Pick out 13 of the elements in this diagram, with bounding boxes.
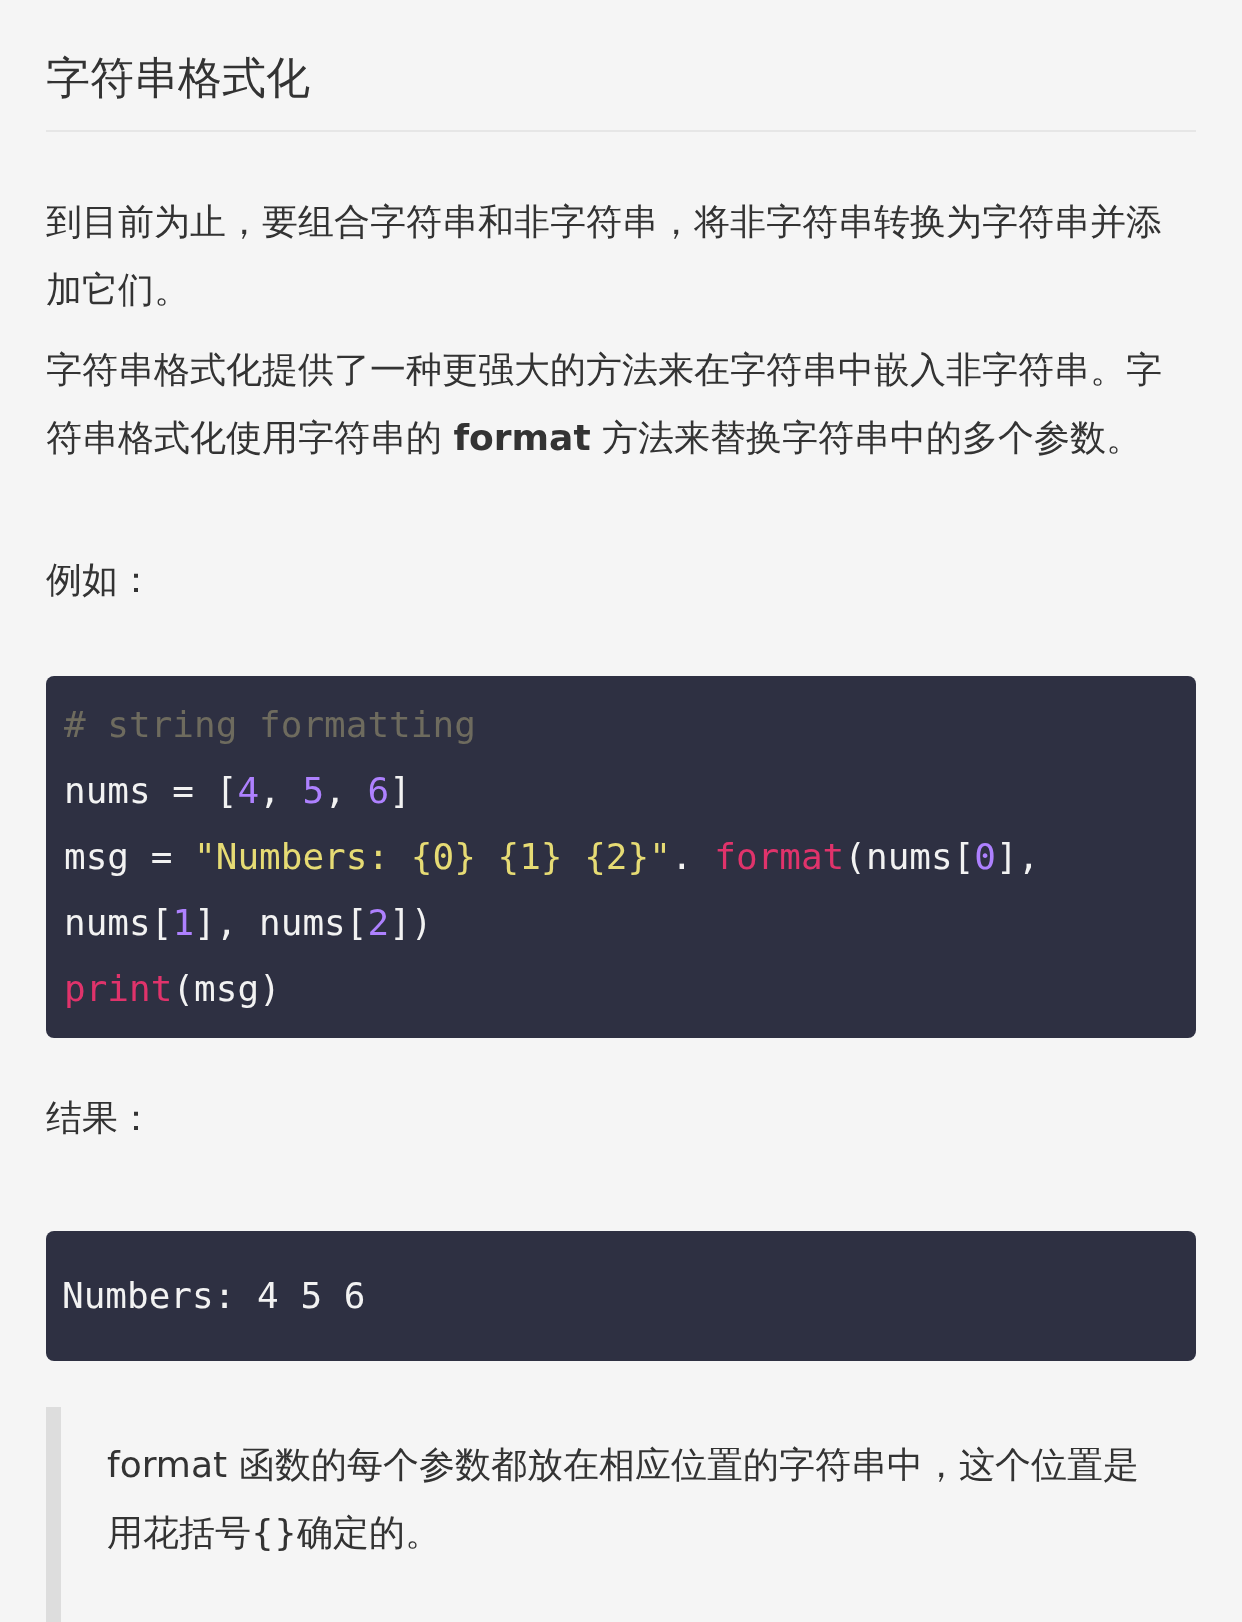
quote-text: format 函数的每个参数都放在相应位置的字符串中，这个位置是用花括号{}确定的。 (107, 1443, 1140, 1555)
paragraph: 例如： (46, 558, 155, 602)
code-line: Numbers: 4 5 6 (62, 1274, 367, 1318)
paragraph: 到目前为止，要组合字符串和非字符串，将非字符串转换为字符串并添加它们。 (46, 200, 1163, 312)
output-block (46, 1231, 1196, 1361)
page-title: 字符串格式化 (46, 51, 311, 105)
code-line: print(msg) (64, 967, 282, 1011)
code-line: msg = "Numbers: {0} {1} {2}". format(nums[0], nums[1], nums[2]) (64, 835, 1041, 945)
paragraph: 结果： (46, 1096, 155, 1140)
code-block (46, 676, 1196, 1038)
code-line: nums = [4, 5, 6] (64, 769, 412, 813)
code-line: # string formatting (64, 703, 477, 747)
paragraph: 字符串格式化提供了一种更强大的方法来在字符串中嵌入非字符串。字符串格式化使用字符串的 format 方法来替换字符串中的多个参数。 (46, 348, 1163, 460)
